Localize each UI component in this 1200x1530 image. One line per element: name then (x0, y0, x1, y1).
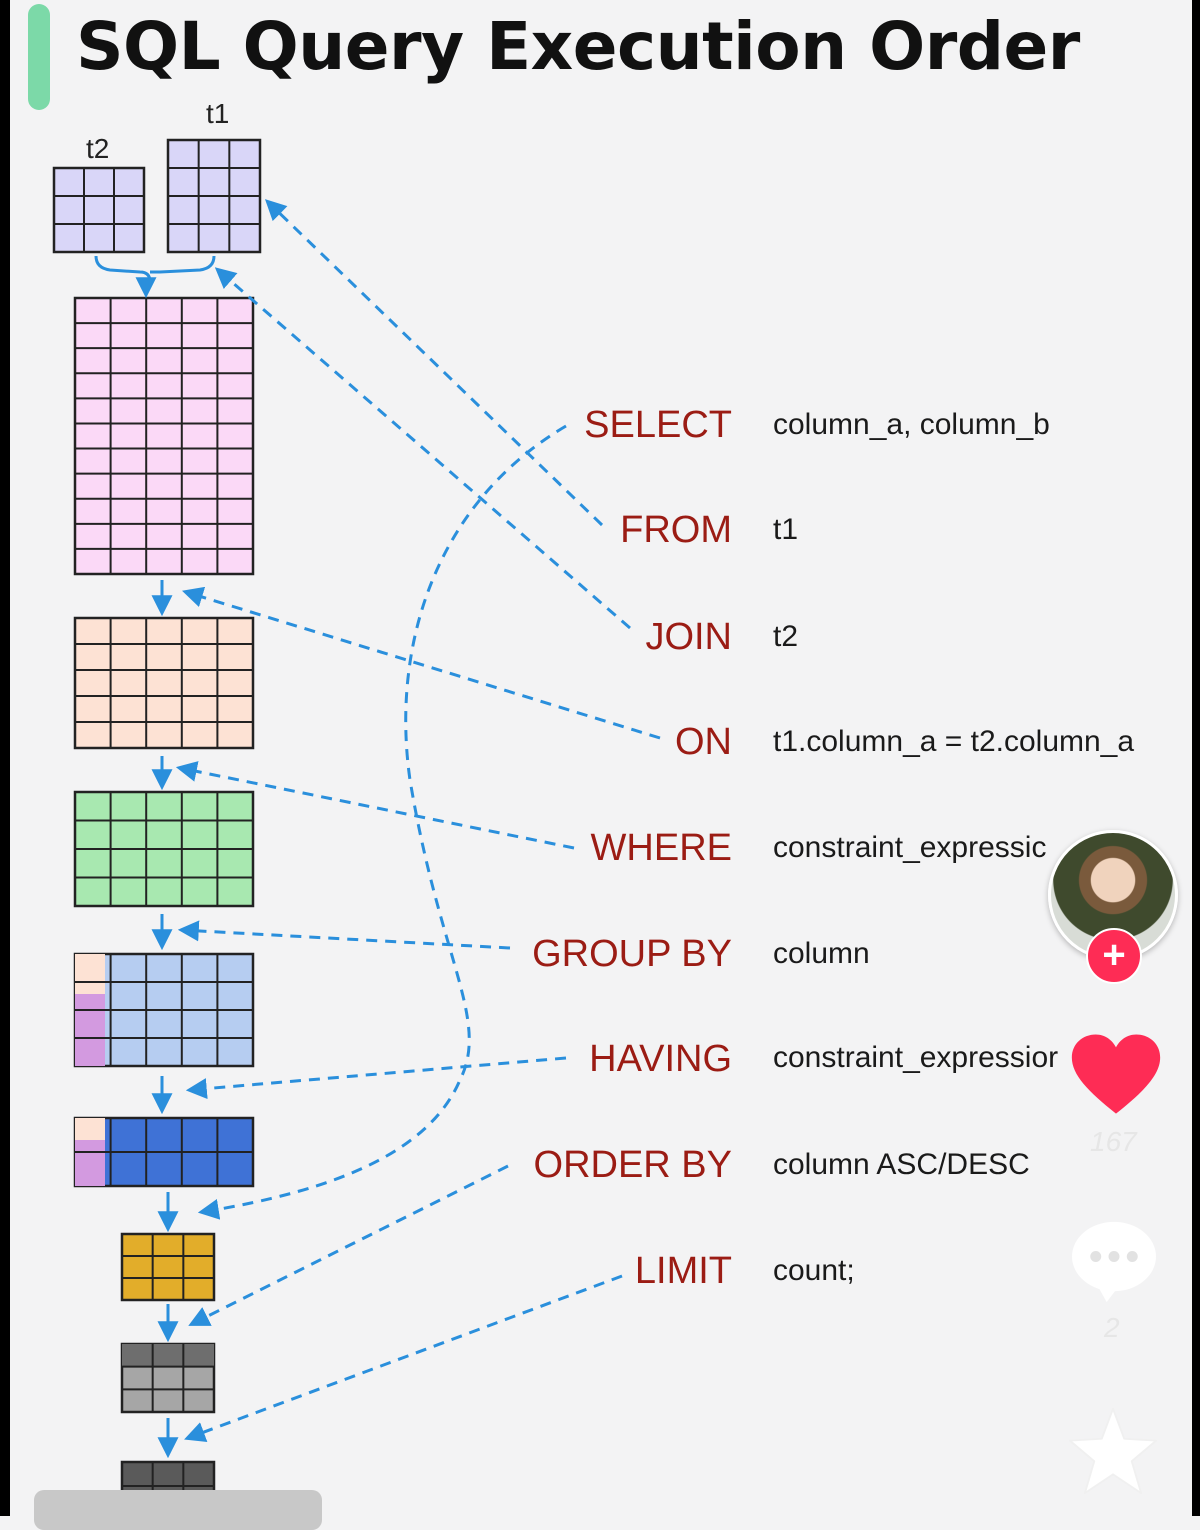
dash-on (181, 586, 661, 740)
merge-bracket (94, 255, 216, 283)
dash-order-by (188, 1164, 509, 1326)
follow-button[interactable]: + (1086, 928, 1142, 984)
table-where-result (73, 790, 255, 908)
clause-arg-join: t2 (773, 620, 799, 653)
dash-join-t2 (214, 267, 631, 630)
like-count: 167 (1090, 1126, 1137, 1157)
clause-arg-limit: count; (773, 1254, 855, 1287)
comment-count: 2 (1104, 1312, 1120, 1343)
bottom-progress-bar[interactable] (34, 1490, 322, 1530)
clause-keyword-group-by: GROUP BY (532, 933, 732, 975)
clause-arg-from: t1 (773, 513, 799, 546)
clause-keyword-from: FROM (620, 509, 732, 551)
dash-limit (184, 1274, 623, 1442)
table-t1 (166, 138, 262, 254)
clause-keyword-join: JOIN (645, 616, 732, 658)
clause-keyword-limit: LIMIT (634, 1250, 732, 1292)
table-group-result (73, 952, 255, 1068)
table-join-result (73, 296, 255, 576)
star-icon[interactable] (1066, 1405, 1160, 1495)
table-select-result (120, 1232, 216, 1302)
clause-keyword-where: WHERE (590, 827, 732, 869)
table-on-result (73, 616, 255, 750)
table-label-t1: t1 (206, 98, 230, 129)
clause-keyword-order-by: ORDER BY (533, 1144, 732, 1186)
clause-keyword-having: HAVING (589, 1038, 732, 1080)
heart-icon[interactable] (1070, 1030, 1162, 1120)
clause-arg-group-by: column (773, 937, 870, 970)
dash-group-by (177, 920, 511, 950)
frame-right (1192, 0, 1200, 1516)
clause-arg-having: constraint_expressior (773, 1041, 1059, 1074)
frame-left (0, 0, 10, 1516)
page-title: SQL Query Execution Order (76, 8, 1080, 85)
accent-bar (28, 4, 50, 110)
table-having-result (73, 1116, 255, 1188)
clause-keyword-select: SELECT (584, 404, 732, 446)
comment-icon[interactable] (1070, 1220, 1158, 1304)
clause-arg-order-by: column ASC/DESC (773, 1148, 1030, 1181)
clause-arg-select: column_a, column_b (773, 408, 1050, 441)
table-t2 (52, 166, 146, 254)
dash-having (185, 1056, 567, 1100)
clause-keyword-on: ON (675, 721, 732, 763)
clause-arg-on: t1.column_a = t2.column_a (773, 725, 1135, 758)
table-label-t2: t2 (86, 133, 110, 164)
clause-arg-where: constraint_expressic (773, 831, 1047, 864)
table-order-result (120, 1342, 216, 1414)
dash-where (175, 761, 575, 850)
dash-from-t1 (264, 199, 604, 527)
